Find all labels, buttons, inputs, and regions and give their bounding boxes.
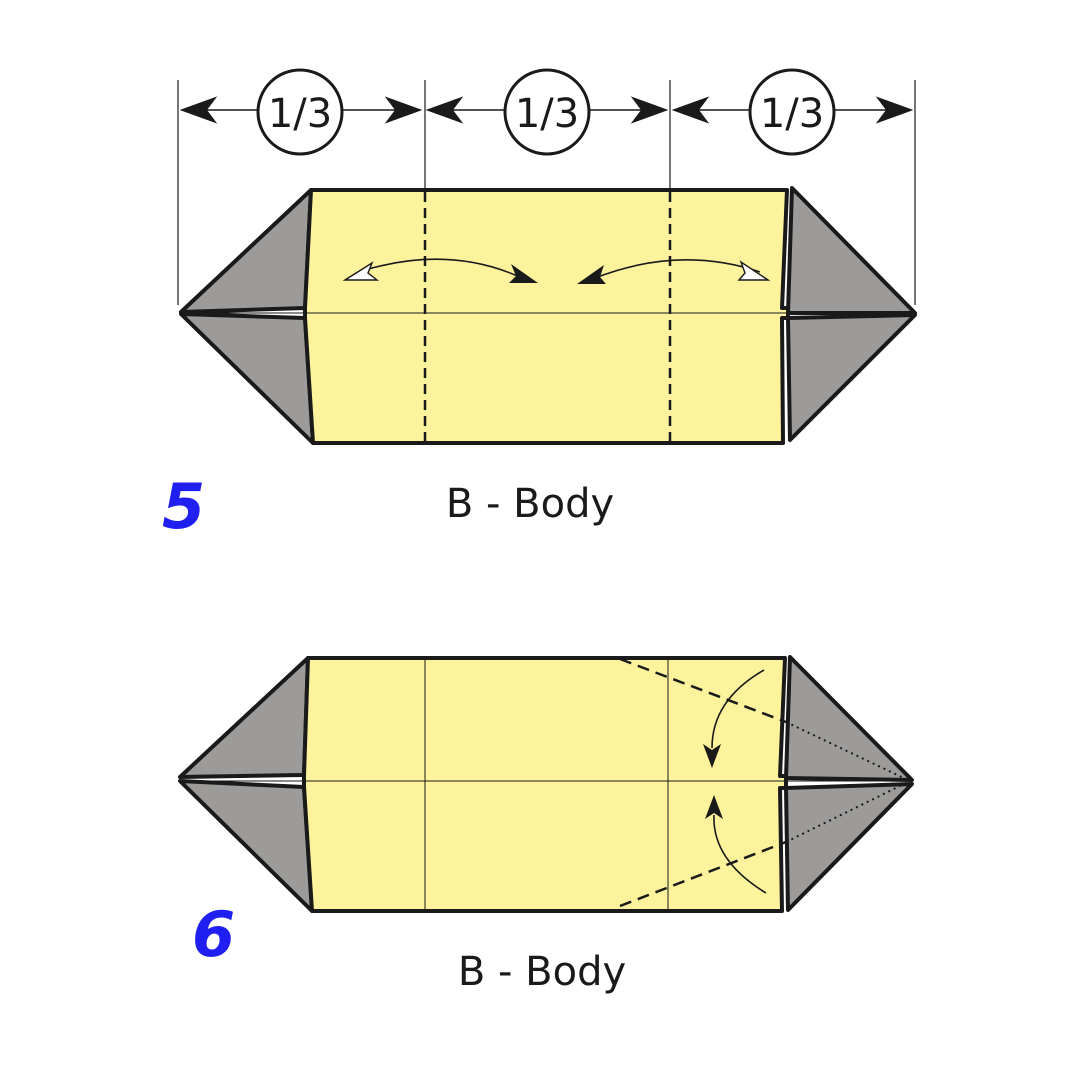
fraction-text-3: 1/3 (760, 91, 824, 137)
step-6-diagram: 6 B - Body (178, 655, 914, 995)
fold-arrow-bottom (705, 795, 767, 894)
right-flaps (784, 655, 914, 912)
fraction-label-3: 1/3 (748, 68, 836, 156)
hidden-fold-lines (785, 721, 911, 843)
right-flaps (786, 186, 917, 442)
measurement-guides (177, 80, 916, 305)
fold-arrow-top (703, 669, 765, 768)
step-6-caption: B - Body (458, 949, 626, 995)
step-5-diagram: 1/3 1/3 1/3 (162, 68, 917, 543)
left-flaps (179, 188, 315, 445)
fraction-text-1: 1/3 (268, 91, 332, 137)
fold-unfold-arrow-left (342, 258, 538, 283)
body-paper (302, 656, 788, 913)
step-number-5: 5 (162, 470, 205, 543)
diagonal-valley-folds (619, 657, 787, 908)
body-paper (303, 188, 790, 445)
step-number-6: 6 (192, 898, 235, 971)
fold-unfold-arrow-right (577, 259, 771, 284)
step-5-caption: B - Body (446, 481, 614, 527)
left-flaps (178, 656, 314, 913)
existing-creases (182, 660, 905, 909)
fraction-label-1: 1/3 (256, 68, 344, 156)
fraction-label-2: 1/3 (503, 68, 591, 156)
fraction-text-2: 1/3 (515, 91, 579, 137)
thirds-measure-arrows (179, 96, 914, 124)
valley-fold-lines (423, 192, 672, 441)
